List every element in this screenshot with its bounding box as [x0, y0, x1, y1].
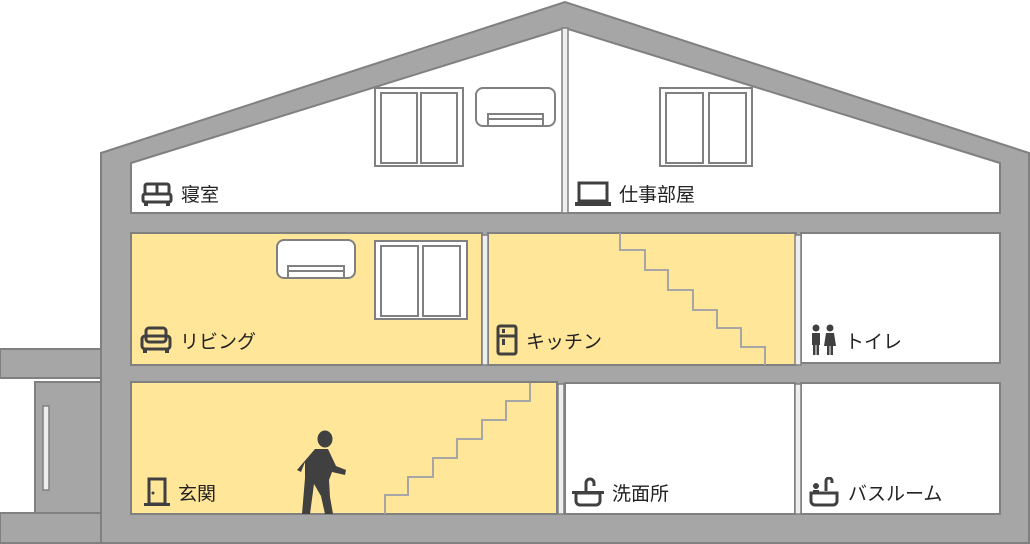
door-icon [144, 477, 170, 506]
porch-step [0, 512, 102, 544]
restroom-icon [812, 324, 836, 355]
room-name: 寝室 [181, 184, 220, 206]
porch-roof [0, 348, 102, 379]
partition [481, 234, 489, 366]
room-name: バスルーム [848, 482, 943, 505]
partition [557, 383, 565, 515]
partition [794, 234, 802, 366]
bed-icon [141, 182, 173, 206]
room-label-kitchen: キッチン [496, 324, 602, 356]
bathtub-icon [809, 477, 839, 507]
room-name: キッチン [526, 330, 603, 353]
walking-person-icon [297, 430, 346, 514]
laptop-icon [575, 181, 611, 206]
air-conditioner [276, 239, 356, 279]
partition [794, 383, 802, 515]
air-conditioner [475, 87, 556, 127]
attic-partition [561, 27, 569, 214]
room-label-bedroom: 寝室 [141, 180, 219, 207]
room-kitchen [487, 232, 797, 366]
sink-icon [572, 477, 604, 507]
room-name: トイレ [845, 330, 903, 353]
room-label-entrance: 玄関 [144, 477, 216, 507]
window [659, 87, 753, 167]
window [374, 87, 464, 167]
room-label-washroom: 洗面所 [572, 477, 669, 507]
room-label-office: 仕事部屋 [575, 180, 695, 207]
room-name: 仕事部屋 [619, 184, 696, 206]
room-label-bathroom: バスルーム [808, 477, 942, 507]
fridge-icon [496, 324, 518, 356]
room-name: リビング [180, 330, 257, 353]
room-label-toilet: トイレ [809, 324, 902, 356]
sofa-icon [140, 326, 172, 353]
room-name: 洗面所 [612, 482, 670, 505]
door-handle [42, 405, 50, 491]
room-name: 玄関 [178, 482, 217, 505]
room-label-living: リビング [140, 326, 256, 354]
staircase [384, 383, 531, 514]
room-entrance [130, 381, 558, 515]
staircase [619, 233, 766, 365]
window [374, 240, 468, 320]
room-toilet [800, 232, 1001, 364]
